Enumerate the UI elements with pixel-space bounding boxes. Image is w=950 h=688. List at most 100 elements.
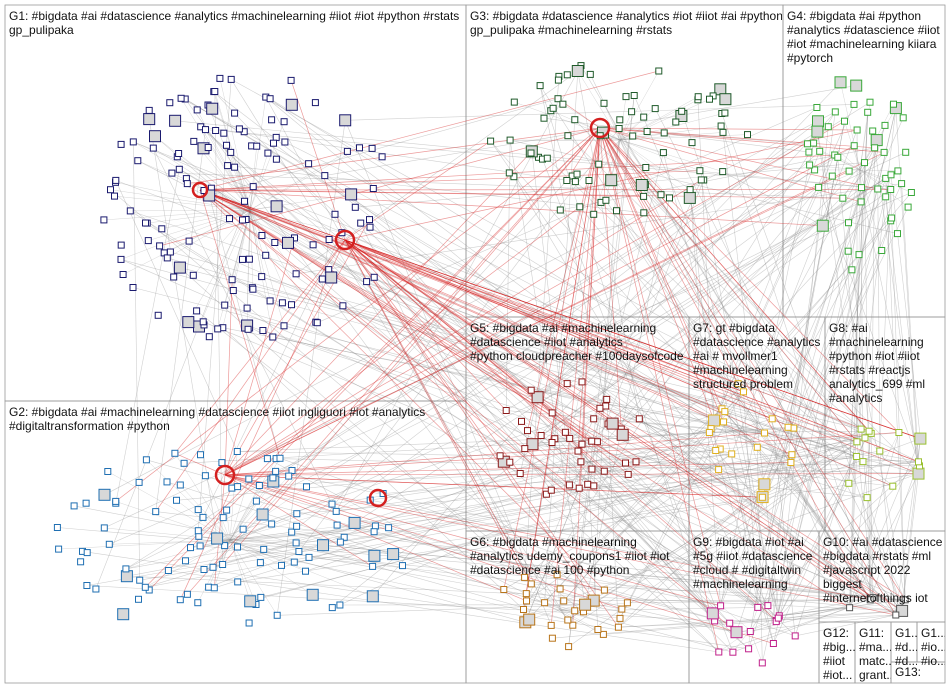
node-g1 (271, 140, 277, 146)
node-g5 (575, 448, 581, 454)
node-g4 (891, 101, 897, 107)
node-g2 (142, 584, 148, 590)
node-g2 (153, 509, 159, 515)
node-g9 (731, 627, 742, 638)
node-g1 (270, 334, 276, 340)
node-g6 (521, 607, 527, 613)
node-g2 (181, 460, 187, 466)
node-g1 (326, 237, 332, 243)
node-g6 (617, 615, 623, 621)
node-g4 (875, 186, 881, 192)
node-g4 (888, 187, 894, 193)
node-g4 (825, 124, 831, 130)
node-g4 (805, 141, 811, 147)
node-g1 (150, 131, 161, 142)
node-g7 (713, 448, 719, 454)
node-g6 (549, 635, 555, 641)
node-g3 (528, 150, 534, 156)
node-g8 (846, 480, 852, 486)
node-g1 (250, 286, 256, 292)
node-g5 (549, 440, 555, 446)
node-g2 (172, 450, 178, 456)
node-g1 (314, 320, 320, 326)
node-g3 (687, 187, 693, 193)
node-g2 (83, 500, 89, 506)
node-g2 (269, 521, 275, 527)
node-g1 (283, 237, 294, 248)
node-g4 (832, 109, 838, 115)
node-g9 (716, 649, 722, 655)
node-g2 (334, 522, 340, 528)
node-g1 (232, 164, 238, 170)
node-g4 (840, 195, 846, 201)
node-g4 (817, 148, 823, 154)
node-g1 (267, 96, 273, 102)
node-g2 (71, 503, 77, 509)
node-g5 (579, 379, 585, 385)
node-g3 (614, 208, 620, 214)
node-g2 (195, 600, 201, 606)
node-g1 (155, 312, 161, 318)
node-g1 (326, 272, 337, 283)
node-g2 (219, 460, 225, 466)
node-g1 (207, 103, 218, 114)
node-g3 (565, 133, 571, 139)
node-g2 (277, 455, 283, 461)
node-g2 (294, 511, 300, 517)
node-g4 (900, 115, 906, 121)
node-g5 (594, 439, 600, 445)
node-g4 (905, 204, 911, 210)
node-g1 (113, 177, 119, 183)
node-g3 (656, 68, 662, 74)
node-g3 (507, 137, 513, 143)
node-g1 (144, 114, 155, 125)
node-g2 (224, 507, 230, 513)
node-g3 (630, 133, 636, 139)
node-g1 (217, 75, 223, 81)
node-g2 (211, 585, 217, 591)
node-g2 (123, 566, 129, 572)
group-label-g4: G4: #bigdata #ai #python #analytics #dat… (787, 9, 945, 65)
node-g1 (194, 308, 200, 314)
node-g1 (176, 151, 182, 157)
edge-cross (361, 223, 553, 413)
node-g1 (269, 117, 275, 123)
node-g2 (318, 540, 329, 551)
edge-red (200, 190, 644, 196)
node-g2 (206, 584, 212, 590)
node-g1 (364, 279, 370, 285)
node-g2 (303, 568, 309, 574)
node-g2 (372, 523, 378, 529)
node-g4 (889, 215, 895, 221)
node-g7 (754, 444, 760, 450)
node-g5 (497, 453, 503, 459)
node-g8 (854, 439, 860, 445)
node-g2 (184, 591, 190, 597)
node-g2 (279, 562, 285, 568)
node-g3 (606, 175, 617, 186)
node-g5 (604, 396, 610, 402)
edge-red (600, 128, 875, 148)
node-g6 (524, 598, 530, 604)
node-g3 (679, 108, 685, 114)
node-g5 (507, 459, 513, 465)
node-g1 (150, 145, 156, 151)
node-g4 (846, 168, 852, 174)
node-g3 (560, 101, 566, 107)
node-g1 (259, 233, 265, 239)
node-g5 (625, 471, 631, 477)
node-g3 (564, 72, 570, 78)
node-g1 (250, 184, 256, 190)
node-g1 (286, 99, 297, 110)
node-g3 (555, 77, 561, 83)
node-g2 (291, 559, 297, 565)
node-g1 (146, 107, 152, 113)
node-g1 (101, 217, 107, 223)
node-g3 (572, 117, 578, 123)
node-g1 (358, 220, 364, 226)
node-g1 (370, 186, 376, 192)
node-g4 (829, 173, 835, 179)
node-g9 (775, 615, 781, 621)
node-g1 (357, 145, 363, 151)
node-g2 (337, 539, 343, 545)
